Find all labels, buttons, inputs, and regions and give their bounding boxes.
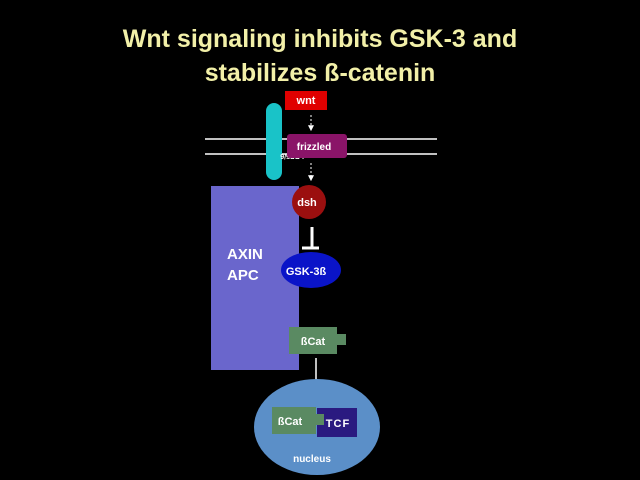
title-line-2: stabilizes ß-catenin (204, 59, 436, 87)
tcf-label: TCF (326, 418, 350, 430)
wnt-ligand (285, 91, 327, 110)
gsk3b-label: GSK-3ß (286, 266, 327, 278)
lrp-receptor (266, 103, 282, 180)
bcat-cytoplasm-label: ßCat (301, 336, 326, 348)
title-line-1: Wnt signaling inhibits GSK-3 and (122, 25, 518, 53)
nucleus-label: nucleus (293, 454, 331, 465)
frizzled-receptor (287, 134, 347, 158)
bcat-cytoplasm-tab (336, 334, 346, 345)
inhibition-bar (302, 227, 319, 250)
bcat-nucleus-label: ßCat (278, 416, 303, 428)
bcat-nucleus (272, 407, 316, 434)
bcat-nucleus-tab (314, 414, 324, 425)
wnt-label: wnt (296, 95, 316, 107)
gsk3b-protein (281, 252, 341, 288)
axin-label: AXIN (227, 246, 263, 263)
dsh-protein (292, 185, 326, 219)
dsh-label: dsh (297, 197, 317, 209)
slide-title: Wnt signaling inhibits GSK-3 and stabili… (0, 22, 640, 90)
bcat-cytoplasm (289, 327, 337, 354)
frizzled-label: frizzled (297, 142, 331, 153)
apc-label: APC (227, 267, 259, 284)
